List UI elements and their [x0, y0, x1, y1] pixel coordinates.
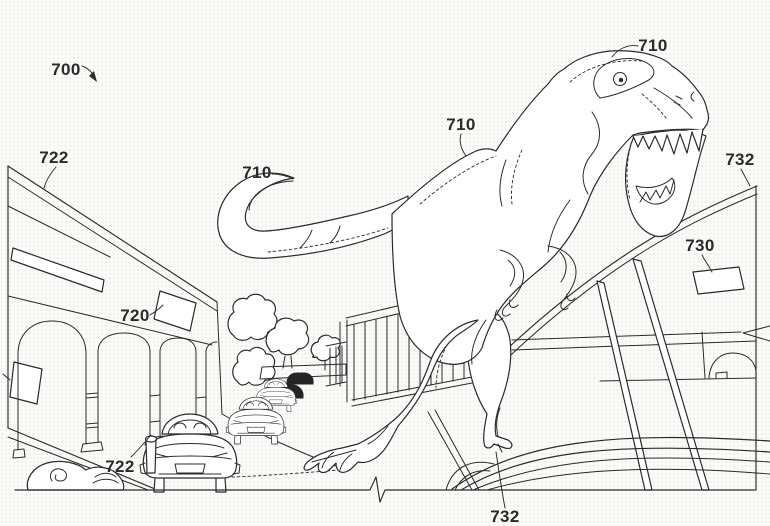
boulder: [26, 460, 125, 491]
foreground-track: [26, 409, 770, 491]
ref-numeral-732-upper: 732: [725, 150, 755, 169]
ref-numeral-722-upper: 722: [39, 148, 69, 167]
ref-numeral-710-tail: 710: [242, 163, 272, 182]
background-rails: [511, 331, 757, 351]
trex-drawing: [217, 50, 710, 474]
leader-722-upper: [43, 166, 57, 189]
leader-710-head: [611, 45, 639, 58]
stanchion-post: [145, 439, 157, 474]
tree-canopy-small: [310, 334, 341, 362]
leader-720: [149, 304, 164, 316]
leader-710-back: [459, 133, 467, 157]
track-rail: [451, 436, 770, 490]
wall-bottom-edge: [7, 427, 156, 490]
trex-tail: [217, 172, 409, 259]
leader-732-lower: [495, 451, 506, 509]
tree-canopy: [265, 317, 310, 356]
wall-stripe: [7, 205, 111, 258]
trex-lower-teeth: [639, 179, 675, 203]
leader-730: [701, 254, 713, 273]
leader-710-tail: [271, 173, 294, 180]
ref-numeral-722-lower: 722: [105, 457, 135, 476]
sign-730: [692, 266, 745, 295]
trex-eye: [613, 72, 627, 86]
arcade-arches: [12, 320, 218, 459]
trex-eye-socket: [593, 58, 655, 99]
trex-tongue: [635, 177, 676, 205]
pier-sign: [9, 361, 43, 405]
ref-numeral-730: 730: [685, 236, 715, 255]
wall-panel: [10, 247, 105, 293]
labels: 700 722 710 710 710 732 730 720 722 732: [39, 36, 755, 526]
sign-720: [153, 290, 197, 332]
wall-top-edge: [7, 165, 218, 303]
landscaping: [227, 293, 347, 386]
left-building: [2, 165, 223, 459]
track-support: [427, 409, 480, 491]
background-arch: [708, 352, 757, 379]
ref-numeral-710-back: 710: [446, 115, 476, 134]
ref-numeral-732-lower: 732: [490, 507, 520, 526]
trex-body: [391, 50, 710, 365]
leader-722-lower: [130, 434, 152, 458]
ref-numeral-720: 720: [120, 306, 150, 325]
leader-732-upper: [740, 168, 751, 187]
trex-nostril: [673, 91, 695, 106]
gate-bottom-rail: [351, 376, 473, 407]
topiary-lower: [232, 346, 276, 386]
trex-cheek-crease: [653, 87, 693, 119]
support-beams: [596, 258, 710, 491]
ride-vehicles: [139, 372, 341, 493]
fence-section: [325, 341, 347, 387]
ref-numeral-710-head: 710: [638, 36, 668, 55]
trex-near-leg: [303, 319, 479, 474]
trex-pupil: [618, 77, 624, 83]
distant-vehicle: [286, 372, 314, 385]
ref-numeral-700: 700: [51, 60, 81, 79]
trex-arms: [494, 245, 577, 321]
trex-upper-teeth: [632, 128, 704, 155]
leader-700-arrowhead: [89, 71, 97, 82]
rail-wedge: [742, 325, 770, 342]
border-break-symbol: [14, 476, 756, 503]
gate-post: [339, 319, 348, 403]
track-rail: [460, 447, 770, 491]
topiary-upper: [227, 293, 278, 341]
